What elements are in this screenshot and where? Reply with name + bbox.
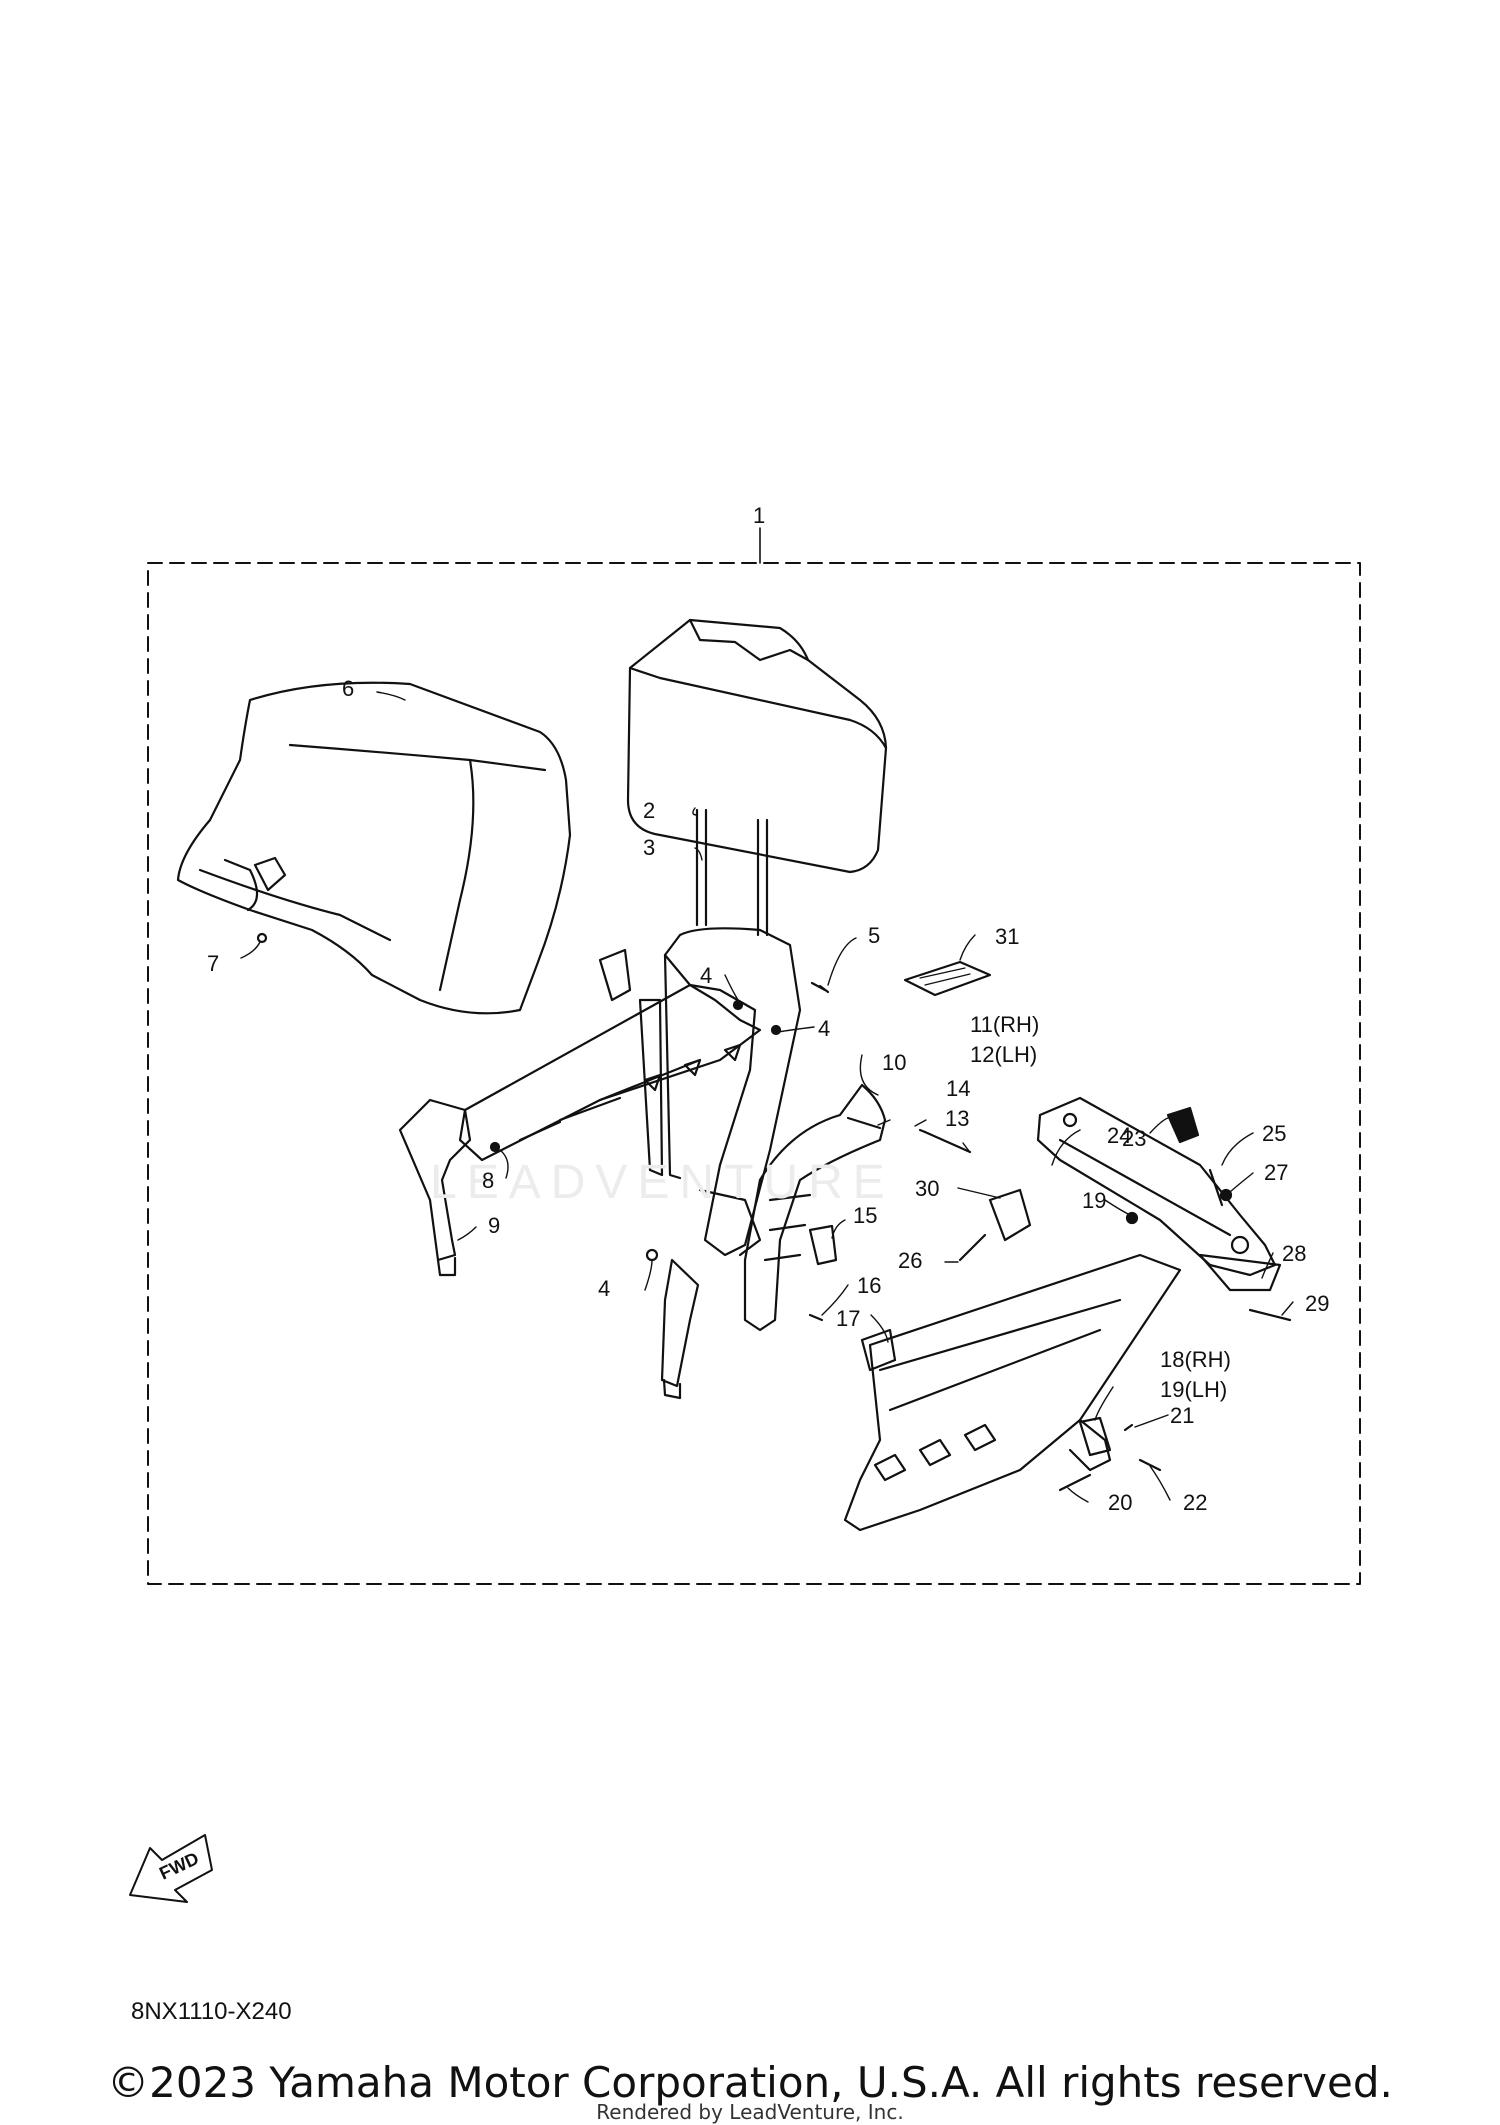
fastener-29 [1248, 1308, 1292, 1322]
fastener-7 [256, 932, 268, 944]
right-leg-part [660, 1258, 700, 1400]
bracket-18 [1078, 1416, 1112, 1457]
callout-19: 19 [1082, 1188, 1107, 1213]
diagram-code: 8NX1110-X240 [131, 1998, 292, 2025]
callout-4: 4 [700, 963, 713, 988]
callout-10: 10 [882, 1050, 907, 1075]
fastener-4b [770, 1024, 782, 1036]
fastener-27 [1219, 1188, 1233, 1202]
callout-28: 28 [1282, 1241, 1307, 1266]
rubber-mount-24 [1166, 1106, 1200, 1144]
fwd-arrow-icon [129, 1834, 213, 1903]
callout-23: 23 [1122, 1126, 1147, 1151]
callout-11-12: 11(RH) 12(LH) [970, 1012, 1040, 1067]
callout-22: 22 [1183, 1490, 1208, 1515]
callout-20: 20 [1108, 1490, 1133, 1515]
backrest-posts [695, 808, 769, 937]
backrest-pad [626, 618, 888, 874]
fastener-8 [489, 1141, 501, 1153]
callout-16: 16 [857, 1273, 882, 1298]
fastener-25 [1208, 1168, 1224, 1207]
callout-30: 30 [915, 1176, 940, 1201]
fastener-10 [846, 1116, 882, 1130]
fastener-26 [958, 1233, 987, 1262]
fastener-16 [808, 1313, 824, 1322]
assembly-label: 1 [753, 503, 766, 528]
assembly-boundary [147, 562, 1361, 1585]
callout-29: 29 [1305, 1291, 1330, 1316]
running-board-part [843, 1253, 1182, 1532]
callout-21: 21 [1170, 1403, 1195, 1428]
backrest-frame [458, 927, 802, 1257]
side-rail-part [743, 1083, 887, 1332]
fastener-4c [645, 1248, 659, 1262]
callout-8: 8 [482, 1168, 495, 1193]
fastener-13 [923, 1130, 972, 1154]
bracket-30 [988, 1188, 1032, 1242]
callout-18-19: 18(RH) 19(LH) [1160, 1347, 1231, 1402]
fastener-4a [732, 999, 744, 1011]
fastener-5 [810, 981, 830, 994]
callout-27: 27 [1264, 1160, 1289, 1185]
callout-31: 31 [995, 924, 1020, 949]
callout-17: 17 [836, 1306, 861, 1331]
callout-26: 26 [898, 1248, 923, 1273]
callout-4: 4 [818, 1016, 831, 1041]
fastener-20 [1058, 1473, 1092, 1492]
callout-24: 24 [1107, 1123, 1132, 1148]
bracket-15 [808, 1224, 838, 1266]
watermark: LEADVENTURE [430, 1156, 895, 1209]
callout-6: 6 [342, 676, 355, 701]
rendered-by-notice: Rendered by LeadVenture, Inc. [596, 2100, 904, 2124]
callout-3: 3 [643, 835, 656, 860]
leader-lines [240, 691, 1294, 1503]
left-leg-part [398, 1098, 472, 1277]
copyright-notice: ©2023 Yamaha Motor Corporation, U.S.A. A… [107, 2058, 1393, 2107]
callout-14: 14 [946, 1076, 971, 1101]
callout-13: 13 [945, 1106, 970, 1131]
callout-25: 25 [1262, 1121, 1287, 1146]
mount-bar-part [1036, 1096, 1282, 1292]
callout-9: 9 [488, 1213, 501, 1238]
callout-4: 4 [598, 1276, 611, 1301]
fastener-22 [1138, 1458, 1162, 1472]
callout-7: 7 [207, 951, 220, 976]
fastener-21 [1123, 1423, 1134, 1432]
seat-part [176, 681, 572, 1015]
label-plate-31 [903, 960, 992, 997]
callout-2: 2 [643, 798, 656, 823]
fastener-14 [918, 1128, 927, 1134]
callout-15: 15 [853, 1203, 878, 1228]
callout-5: 5 [868, 923, 881, 948]
bracket-17 [860, 1328, 897, 1372]
